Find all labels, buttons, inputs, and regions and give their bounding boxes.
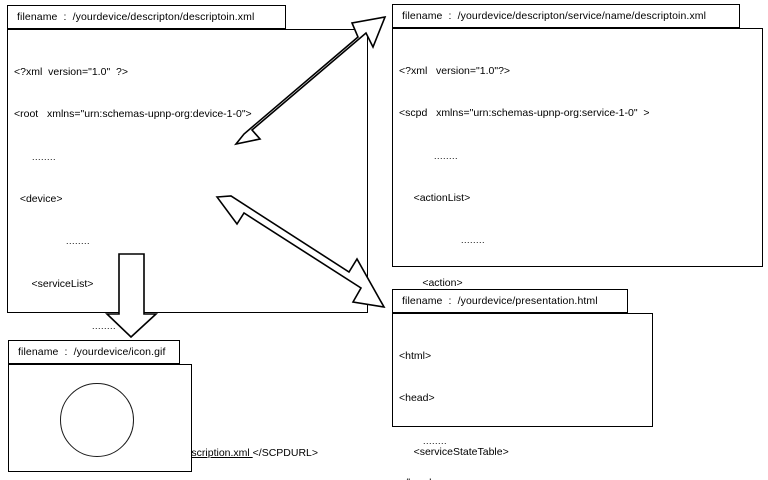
- code-line: <actionList>: [399, 192, 471, 205]
- code-line: <?xml version="1.0"?>: [399, 65, 511, 78]
- panel-presentation-page-body: <html> <head> ........ </head> <body> ..…: [392, 313, 653, 480]
- panel-icon-image-body: [8, 364, 192, 472]
- code-line: <action>: [399, 276, 463, 289]
- code-line: <scpd xmlns="urn:schemas-upnp-org:servic…: [399, 107, 650, 120]
- panel-presentation-page-filename-value: /yourdevice/presentation.html: [457, 295, 598, 307]
- panel-device-description-filename-label: filename : /yourdevice/descripton/descri…: [17, 11, 255, 23]
- code-line: </head>: [399, 476, 447, 480]
- code-line-ellipsis: ........: [32, 151, 57, 162]
- panel-icon-image-title-tab: filename : /yourdevice/icon.gif: [8, 340, 180, 364]
- panel-service-description-filename-value: /yourdevice/descripton/service/name/desc…: [457, 10, 707, 22]
- code-line: <head>: [399, 392, 435, 405]
- panel-icon-image-filename-label: filename : /yourdevice/icon.gif: [18, 346, 166, 358]
- code-line: <device>: [14, 193, 63, 206]
- panel-presentation-page-filename-label: filename : /yourdevice/presentation.html: [402, 295, 598, 307]
- panel-icon-image-filename-value: /yourdevice/icon.gif: [73, 346, 166, 358]
- panel-service-description-title-tab: filename : /yourdevice/descripton/servic…: [392, 4, 740, 28]
- code-line-ellipsis: ........: [419, 150, 459, 161]
- code-line: <?xml version="1.0" ?>: [14, 66, 128, 79]
- code-line-ellipsis: ........: [48, 236, 91, 247]
- code-line: <html>: [399, 350, 432, 363]
- panel-device-description-body: <?xml version="1.0" ?> <root xmlns="urn:…: [7, 29, 368, 459]
- panel-presentation-page-code: <html> <head> ........ </head> <body> ..…: [393, 314, 447, 480]
- circle-outline-icon: [60, 383, 134, 457]
- code-line-ellipsis: ........: [65, 320, 117, 331]
- code-line-ellipsis: ........: [411, 435, 448, 446]
- code-line: <root xmlns="urn:schemas-upnp-org:device…: [14, 108, 252, 121]
- panel-service-description-filename-label: filename : /yourdevice/descripton/servic…: [402, 10, 707, 22]
- code-line: <serviceList>: [14, 277, 94, 290]
- panel-service-description-body: <?xml version="1.0"?> <scpd xmlns="urn:s…: [392, 28, 763, 458]
- code-line-ellipsis: ........: [437, 235, 486, 246]
- panel-device-description-filename-value: /yourdevice/descripton/descriptoin.xml: [72, 11, 255, 23]
- panel-device-description-title-tab: filename : /yourdevice/descripton/descri…: [7, 5, 286, 29]
- panel-presentation-page-title-tab: filename : /yourdevice/presentation.html: [392, 289, 628, 313]
- code-line: <serviceStateTable>: [399, 445, 509, 458]
